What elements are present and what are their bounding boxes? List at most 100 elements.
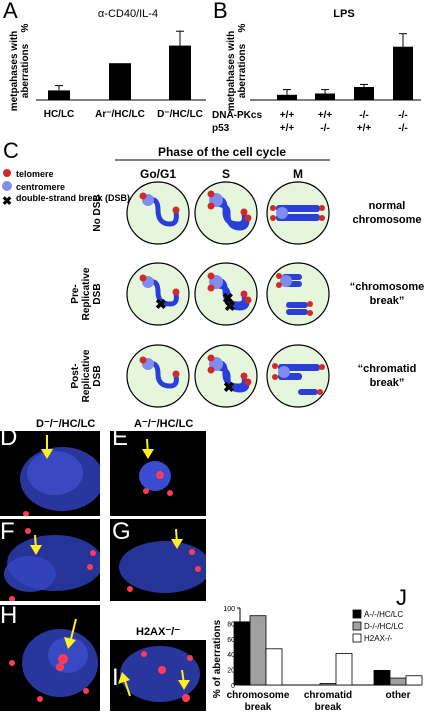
chart-b-bar (277, 94, 297, 100)
dsb-icon: ✖ (222, 290, 234, 306)
row-label: Replicative (81, 267, 92, 320)
chart-b-bar (393, 46, 413, 100)
chart-j-category-label: break (315, 702, 342, 713)
chart-j-bar (233, 621, 251, 686)
phase-g1-label: Go/G1 (140, 167, 176, 181)
chart-j-bar (389, 677, 407, 686)
micrograph-i-header: H2AX⁻/⁻ (136, 626, 181, 638)
chart-b-bar (315, 93, 335, 100)
outcome-label: “chromatid (358, 363, 417, 375)
panel-letter-b: B (213, 0, 228, 23)
chart-j-ylabel: % of aberrations (212, 619, 223, 698)
panel-c-title: Phase of the cell cycle (158, 145, 286, 159)
micrograph-d-header: D⁻/⁻/HC/LC (36, 418, 96, 430)
cell-m-pre-dsb (266, 262, 330, 326)
chart-a-title: α-CD40/IL-4 (98, 8, 158, 20)
cell-g1-pre-dsb: ✖ (126, 262, 190, 326)
dsb-legend-icon: ✖ (2, 194, 12, 208)
micrograph-e-header: A⁻/⁻/HC/LC (134, 418, 194, 430)
outcome-label: chromosome (352, 214, 421, 226)
chart-j-legend-swatch (352, 621, 362, 631)
chart-b-title: LPS (333, 8, 354, 20)
chart-b-genotype-p53: +/+ (357, 123, 372, 134)
chart-b-row-dnapkcs: DNA-PKcs (212, 110, 262, 121)
chart-j-legend-swatch (352, 609, 362, 619)
chart-j-ytick-label: 20 (227, 668, 235, 675)
chart-a-ylabel-1: metpahases with (9, 31, 20, 112)
phase-s-label: S (222, 167, 230, 181)
chart-j-category-label: chromosome (227, 690, 290, 701)
cell-m-post-dsb (266, 344, 330, 408)
cell-g1-no-dsb (126, 181, 190, 245)
chart-b-ylabel-unit: % (237, 23, 248, 32)
chart-b-ylabel-1: metpahases with (226, 31, 237, 112)
micrograph-i (110, 640, 206, 711)
micrograph-d (0, 431, 100, 516)
outcome-label: break” (370, 377, 405, 389)
chart-j-legend-label: A-/-/HC/LC (364, 610, 403, 619)
chart-j-ytick-label: 60 (227, 637, 235, 644)
row-label: Pre- (70, 284, 81, 303)
chart-b-genotype-dnapkcs: +/+ (318, 110, 333, 121)
row-label: Replicative (81, 349, 92, 402)
chart-j-legend-label: D-/-/HC/LC (364, 622, 404, 631)
chart-j-ytick-label: 100 (223, 606, 235, 613)
chart-a-tick-label: HC/LC (44, 109, 75, 120)
chart-j-category-label: chromatid (304, 690, 352, 701)
chart-j-bar (249, 615, 267, 686)
legend-centromere: centromere (16, 182, 65, 192)
chart-a-ylabel-unit: % (20, 23, 31, 32)
micrograph-g (110, 519, 206, 601)
cell-g1-post-dsb (126, 344, 190, 408)
dsb-icon: ✖ (155, 296, 167, 312)
chart-a-bar (169, 45, 191, 100)
outcome-label: break” (370, 295, 405, 307)
panel-letter-h: H (0, 602, 18, 629)
chart-b-genotype-p53: +/+ (280, 123, 295, 134)
panel-letter-i: I (112, 664, 119, 691)
row-label: Post- (70, 364, 81, 389)
chart-j-ytick-label: 80 (227, 621, 235, 628)
chart-b-genotype-dnapkcs: -/- (398, 110, 407, 121)
panel-letter-a: A (3, 0, 18, 23)
chart-b-genotype-p53: -/- (398, 123, 407, 134)
chart-j-ytick-label: 0 (231, 683, 235, 690)
panel-letter-c: C (3, 138, 19, 163)
chart-b-bar (354, 87, 374, 100)
panel-letter-e: E (112, 424, 129, 451)
chart-a-bar (48, 90, 70, 100)
micrograph-e (110, 431, 206, 516)
chart-j-category-label: other (386, 690, 411, 701)
chart-j-category-label: break (245, 702, 272, 713)
chart-j-bar (373, 669, 391, 686)
chart-b-genotype-p53: -/- (320, 123, 329, 134)
panel-letter-j: J (396, 585, 407, 610)
chart-b-ylabel-2: aberrations (237, 43, 248, 98)
chart-b-genotype-dnapkcs: +/+ (280, 110, 295, 121)
chart-j: % of aberrations 0 20 40 60 80 100 A-/-/HC/LC… (212, 606, 423, 713)
legend-telomere: telomere (16, 169, 54, 179)
cell-s-post-dsb: ✖ (194, 344, 258, 408)
chart-j-ytick-label: 40 (227, 652, 235, 659)
cell-m-no-dsb (266, 181, 330, 245)
chart-j-legend-label: H2AX-/- (364, 634, 393, 643)
chart-b-row-p53: p53 (212, 123, 230, 134)
centromere-legend-icon (2, 181, 12, 191)
dsb-icon: ✖ (224, 298, 236, 314)
chart-b: LPS metpahases with aberrations % DNA-PK… (212, 8, 421, 134)
chart-b-genotype-dnapkcs: -/- (359, 110, 368, 121)
legend-dsb-text: double-strand break (DSB) (16, 193, 130, 203)
cell-s-pre-dsb: ✖ ✖ (194, 262, 258, 326)
panel-c-diagram: Phase of the cell cycle Go/G1 S M telome… (2, 145, 424, 408)
panel-letter-d: D (0, 424, 18, 451)
panel-letter-f: F (0, 518, 15, 545)
chart-a: α-CD40/IL-4 metpahases with aberrations … (9, 8, 206, 120)
cell-s-no-dsb (194, 181, 258, 245)
telomere-legend-icon (3, 169, 11, 177)
dsb-icon: ✖ (223, 379, 235, 395)
chart-a-ylabel-2: aberrations (20, 43, 31, 98)
chart-j-bar (319, 683, 337, 686)
legend-dsb: double-strand break (DSB) (16, 193, 130, 203)
chart-j-bar (405, 675, 423, 686)
chart-a-tick-label: D⁻/HC/LC (157, 109, 203, 120)
